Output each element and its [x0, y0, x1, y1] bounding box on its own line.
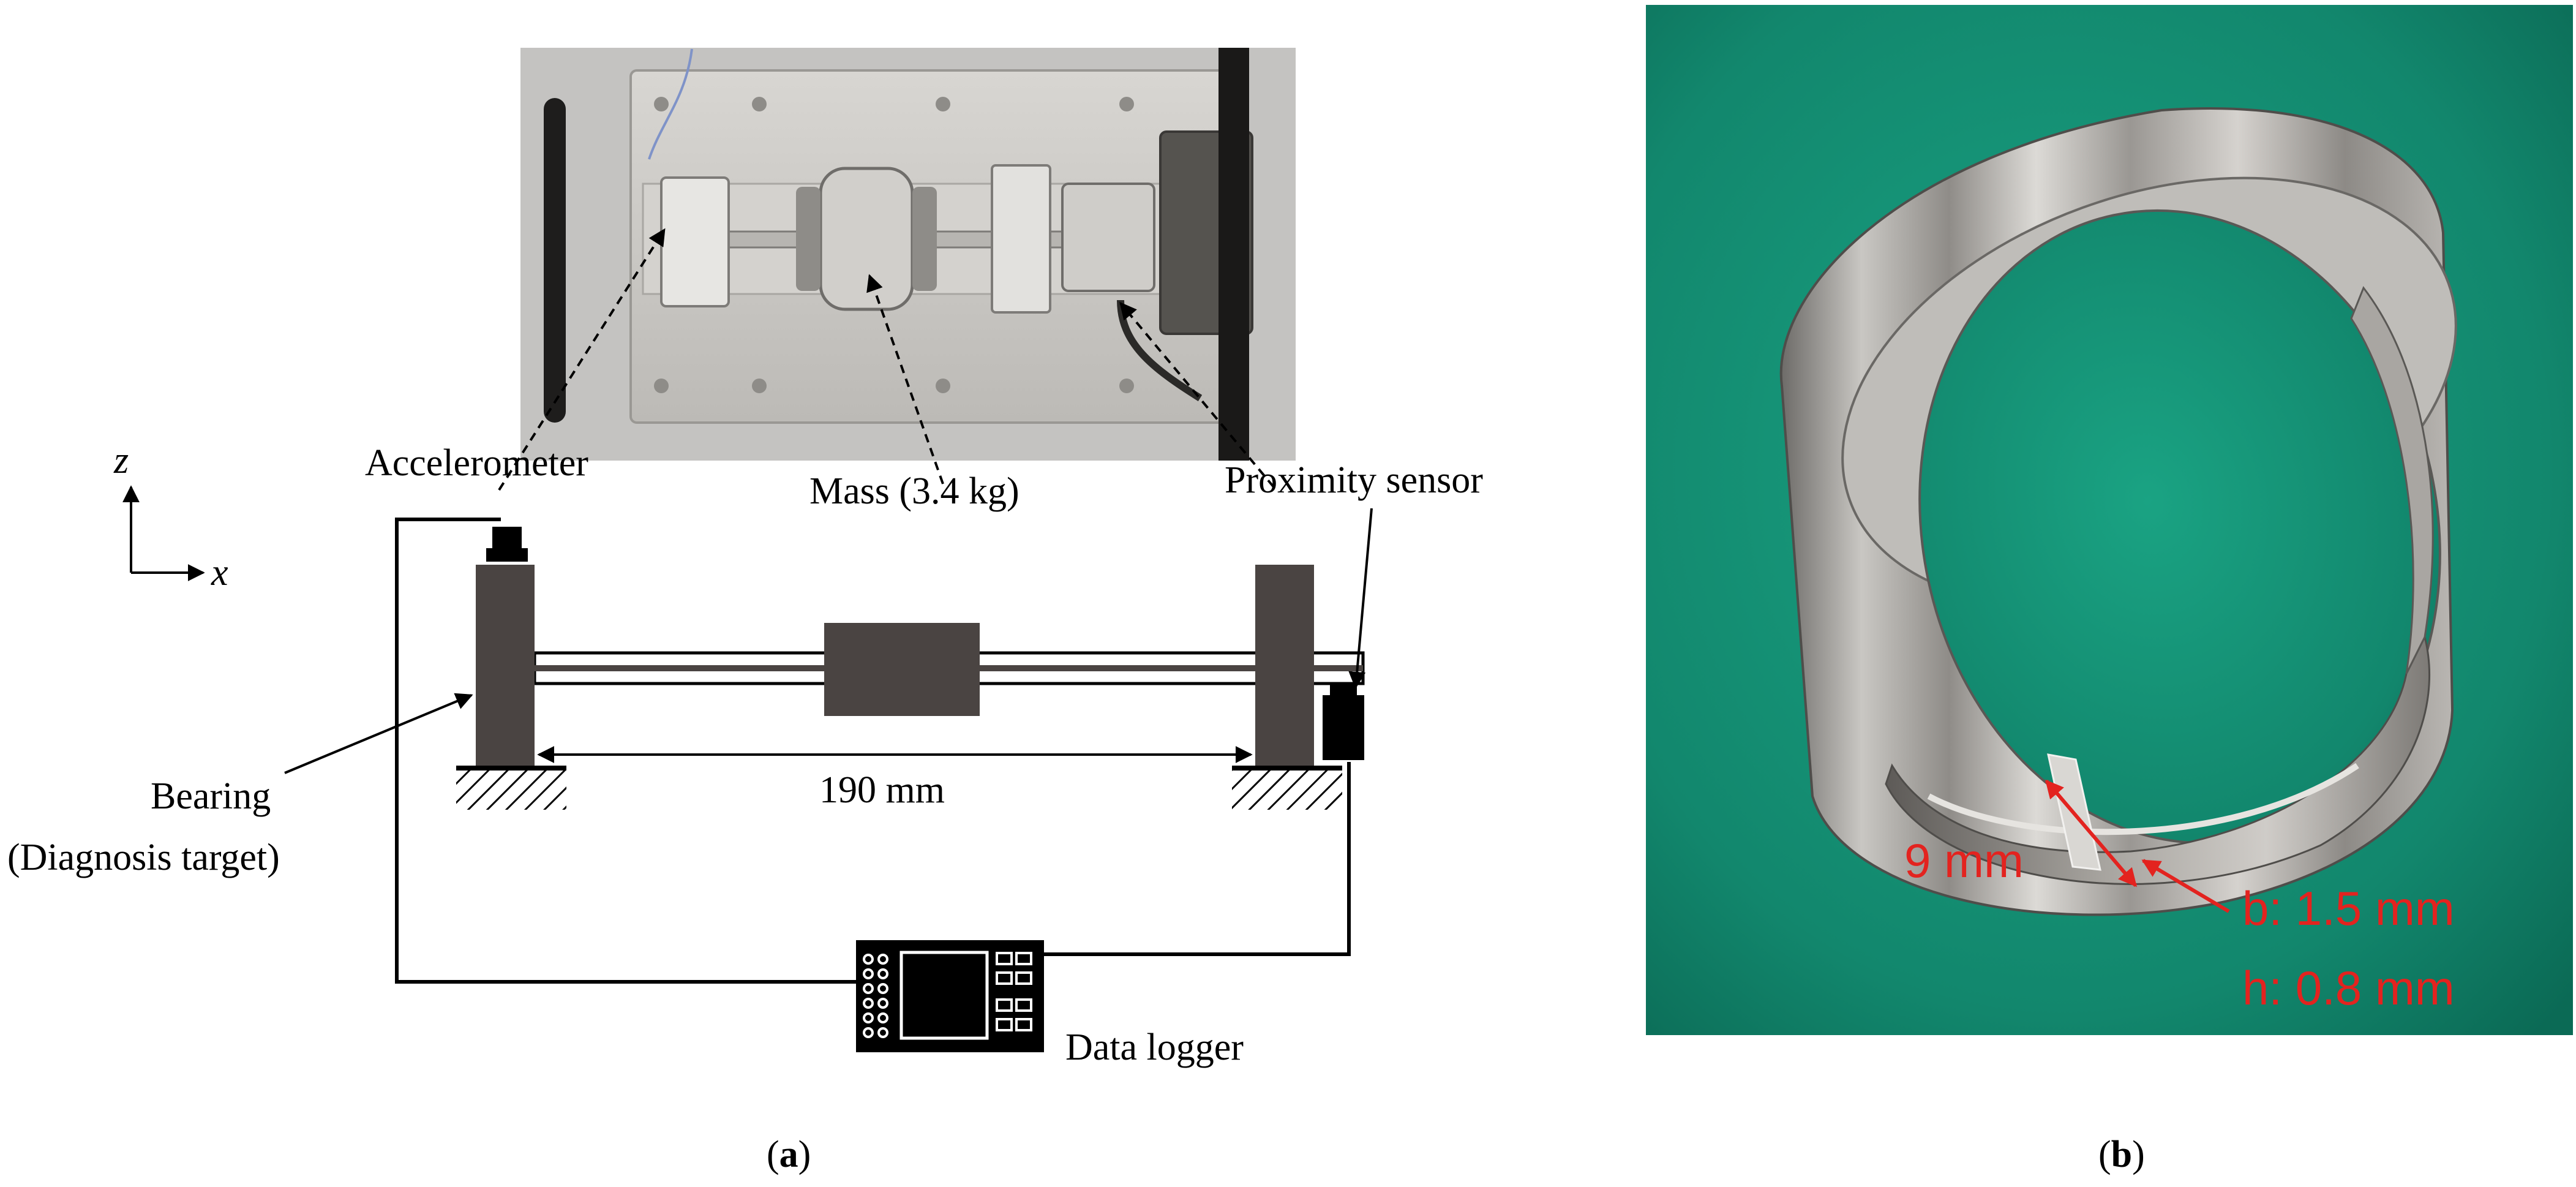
right-bearing-pedestal: [1255, 565, 1314, 767]
proximity-wire: [1044, 762, 1351, 956]
coordinate-axes: z x: [113, 440, 228, 594]
proximity-sensor-tip: [1330, 684, 1357, 698]
x-axis-label: x: [211, 552, 228, 594]
photo-left-post: [544, 98, 566, 423]
photo-coupling: [1061, 183, 1155, 292]
proximity-label: Proximity sensor: [1225, 459, 1483, 501]
data-logger: [856, 940, 1044, 1052]
caption-b-close: ): [2132, 1134, 2145, 1175]
mass-label: Mass (3.4 kg): [809, 470, 1020, 512]
left-ground-hatch: [456, 771, 566, 810]
rotor-schematic: 190 mm Bearing (Diagnosis target) Data l…: [7, 508, 1373, 1068]
caption-a-letter: a: [779, 1134, 798, 1175]
logger-screen: [899, 951, 989, 1040]
mass-block: [824, 623, 980, 716]
accelerometer-wire: [395, 518, 856, 984]
accelerometer-callout: [498, 228, 666, 491]
panel-a: Accelerometer Mass (3.4 kg) Proximity se…: [7, 48, 1483, 1175]
photo-mass-ring-left: [796, 187, 820, 291]
defect-b-label: b: 1.5 mm: [2242, 881, 2455, 935]
defect-annotations: 9 mm b: 1.5 mm h: 0.8 mm: [1904, 779, 2455, 1015]
bearing-outer-race: [1779, 107, 2457, 916]
plate-bolts: [654, 97, 1134, 393]
proximity-sensor: [1323, 695, 1364, 760]
bearing-label-sub: (Diagnosis target): [7, 837, 280, 878]
caption-a-open: (: [767, 1134, 779, 1175]
mass-callout: [866, 274, 944, 484]
accelerometer-label: Accelerometer: [365, 442, 588, 484]
data-logger-label: Data logger: [1065, 1027, 1244, 1068]
bore-inner-wall: [2350, 285, 2434, 674]
width-dimension-arrow: [2045, 779, 2138, 887]
panel-b: 9 mm b: 1.5 mm h: 0.8 mm (b): [1646, 5, 2573, 1175]
logger-left-buttons: [863, 954, 888, 1038]
accelerometer-mount: [486, 548, 528, 562]
photo-right-post: [1219, 48, 1249, 461]
defect-h-label: h: 0.8 mm: [2242, 961, 2455, 1015]
caption-a-close: ): [798, 1134, 811, 1175]
proximity-leader: [1348, 508, 1373, 689]
caption-a: (a): [767, 1134, 811, 1175]
photo-cable: [648, 48, 693, 160]
proximity-callout: [1119, 301, 1275, 488]
span-label: 190 mm: [819, 769, 945, 811]
logger-right-buttons: [996, 952, 1032, 1031]
test-rig-photo: [520, 48, 1296, 461]
left-bearing-pedestal: [476, 565, 535, 767]
signal-wires: [395, 518, 1351, 984]
bearing-label: Bearing: [151, 775, 271, 817]
defect-leader: [2141, 859, 2230, 913]
photo-mass-disk: [819, 167, 914, 311]
photo-mass-ring-right: [912, 187, 937, 291]
right-ground-hatch: [1232, 771, 1342, 810]
caption-b-open: (: [2098, 1134, 2111, 1175]
bearing-leader: [284, 693, 473, 774]
z-axis-label: z: [113, 440, 129, 481]
caption-b: (b): [2098, 1134, 2145, 1175]
photo-right-housing: [991, 164, 1051, 314]
photo-left-housing: [660, 176, 730, 307]
caption-b-letter: b: [2111, 1134, 2132, 1175]
defect-width-label: 9 mm: [1904, 834, 2024, 887]
photo-callouts: [498, 228, 1275, 491]
